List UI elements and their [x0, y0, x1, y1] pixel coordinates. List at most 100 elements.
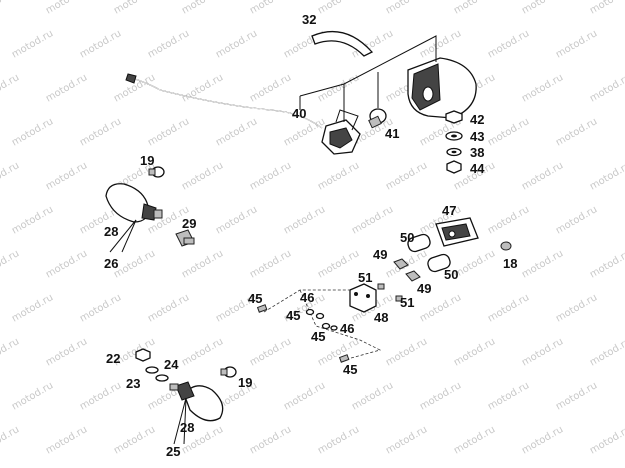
- callout-45-a: 45: [248, 291, 262, 306]
- watermark-text: motod.ru: [248, 424, 293, 456]
- watermark-text: motod.ru: [10, 380, 55, 412]
- callout-43: 43: [470, 129, 484, 144]
- watermark-text: motod.ru: [520, 160, 565, 192]
- watermark-text: motod.ru: [214, 204, 259, 236]
- watermark-text: motod.ru: [554, 380, 599, 412]
- watermark-text: motod.ru: [452, 0, 497, 17]
- watermark-text: motod.ru: [44, 72, 89, 104]
- part-50-bulb-lower: [427, 253, 451, 273]
- watermark-text: motod.ru: [214, 116, 259, 148]
- watermark-text: motod.ru: [78, 292, 123, 324]
- watermark-text: motod.ru: [486, 292, 531, 324]
- callout-32: 32: [302, 12, 316, 27]
- leader-40-group: [299, 35, 437, 97]
- watermark-text: motod.ru: [452, 336, 497, 368]
- watermark-text: motod.ru: [146, 292, 191, 324]
- watermark-text: motod.ru: [588, 160, 625, 192]
- callout-29: 29: [182, 216, 196, 231]
- watermark-text: motod.ru: [384, 160, 429, 192]
- part-19-bulb-lower: [220, 366, 237, 378]
- watermark-text: motod.ru: [588, 248, 625, 280]
- part-23-washer: [145, 366, 159, 374]
- callout-50-lower: 50: [444, 267, 458, 282]
- turn-signal-front-left: [105, 183, 163, 223]
- part-47-taillight-lens: [435, 217, 479, 247]
- watermark-text: motod.ru: [78, 28, 123, 60]
- watermark-text: motod.ru: [180, 248, 225, 280]
- watermark-text: motod.ru: [316, 160, 361, 192]
- callout-49-lower: 49: [417, 281, 431, 296]
- callout-45-b: 45: [286, 308, 300, 323]
- callout-46-b: 46: [340, 321, 354, 336]
- watermark-text: motod.ru: [520, 336, 565, 368]
- callout-24: 24: [164, 357, 179, 372]
- watermark-text: motod.ru: [520, 424, 565, 456]
- callout-labels: 32 40 41 42 43 38 44 19 28 26 29 47 18 4…: [104, 12, 517, 459]
- part-18-small-bulb: [500, 241, 512, 251]
- part-24-washer: [155, 374, 169, 382]
- watermark-text: motod.ru: [316, 424, 361, 456]
- watermark-text: motod.ru: [554, 292, 599, 324]
- headlight-housing: [407, 57, 477, 119]
- part-51-screws: [377, 283, 403, 302]
- watermark-text: motod.ru: [554, 116, 599, 148]
- callout-51-lower: 51: [400, 295, 414, 310]
- callout-44: 44: [470, 161, 485, 176]
- watermark-text: motod.ru: [44, 336, 89, 368]
- watermark-text: motod.ru: [520, 72, 565, 104]
- part-50-bulb-upper: [407, 233, 431, 253]
- part-49-socket-upper: [393, 258, 409, 270]
- part-19-bulb-upper: [148, 166, 165, 178]
- callout-49-upper: 49: [373, 247, 387, 262]
- part-22-nut: [135, 348, 151, 362]
- wire-connector-tip: [125, 73, 137, 84]
- callout-51-upper: 51: [358, 270, 372, 285]
- watermark-text: motod.ru: [350, 204, 395, 236]
- watermark-text: motod.ru: [112, 248, 157, 280]
- callout-22: 22: [106, 351, 120, 366]
- watermark-text: motod.ru: [316, 248, 361, 280]
- watermark-text: motod.ru: [78, 380, 123, 412]
- part-48-bracket: [349, 283, 377, 313]
- callout-50-upper: 50: [400, 230, 414, 245]
- watermark-text: motod.ru: [10, 116, 55, 148]
- watermark-text: motod.ru: [10, 204, 55, 236]
- watermark-text: motod.ru: [282, 204, 327, 236]
- watermark-text: motod.ru: [180, 0, 225, 17]
- watermark-text: motod.ru: [248, 0, 293, 17]
- watermark-text: motod.ru: [0, 0, 21, 17]
- callout-46-a: 46: [300, 290, 314, 305]
- part-40-bulb-socket: [321, 109, 361, 155]
- watermark-text: motod.ru: [248, 160, 293, 192]
- watermark-text: motod.ru: [486, 28, 531, 60]
- watermark-text: motod.ru: [350, 380, 395, 412]
- callout-47: 47: [442, 203, 456, 218]
- callout-28-upper: 28: [104, 224, 118, 239]
- watermark-text: motod.ru: [282, 380, 327, 412]
- watermark-text: motod.ru: [588, 0, 625, 17]
- part-41-bulb: [368, 108, 387, 129]
- watermark-text: motod.ru: [214, 28, 259, 60]
- watermark-layer: motod.ru motod.ru motod.ru motod.ru motod.ru…: [0, 0, 625, 457]
- callout-19-upper: 19: [140, 153, 154, 168]
- watermark-text: motod.ru: [588, 336, 625, 368]
- watermark-text: motod.ru: [0, 72, 21, 104]
- watermark-text: motod.ru: [0, 248, 21, 280]
- watermark-text: motod.ru: [554, 28, 599, 60]
- part-32-clamp-strip: [311, 30, 374, 57]
- watermark-text: motod.ru: [384, 0, 429, 17]
- callout-23: 23: [126, 376, 140, 391]
- part-49-socket-lower: [405, 270, 421, 282]
- watermark-text: motod.ru: [418, 380, 463, 412]
- watermark-text: motod.ru: [418, 28, 463, 60]
- callout-18: 18: [503, 256, 517, 271]
- watermark-text: motod.ru: [452, 248, 497, 280]
- watermark-text: motod.ru: [44, 160, 89, 192]
- watermark-text: motod.ru: [78, 116, 123, 148]
- watermark-text: motod.ru: [0, 160, 21, 192]
- watermark-text: motod.ru: [520, 248, 565, 280]
- watermark-text: motod.ru: [486, 204, 531, 236]
- fasteners-45-46: [256, 304, 350, 363]
- watermark-text: motod.ru: [452, 424, 497, 456]
